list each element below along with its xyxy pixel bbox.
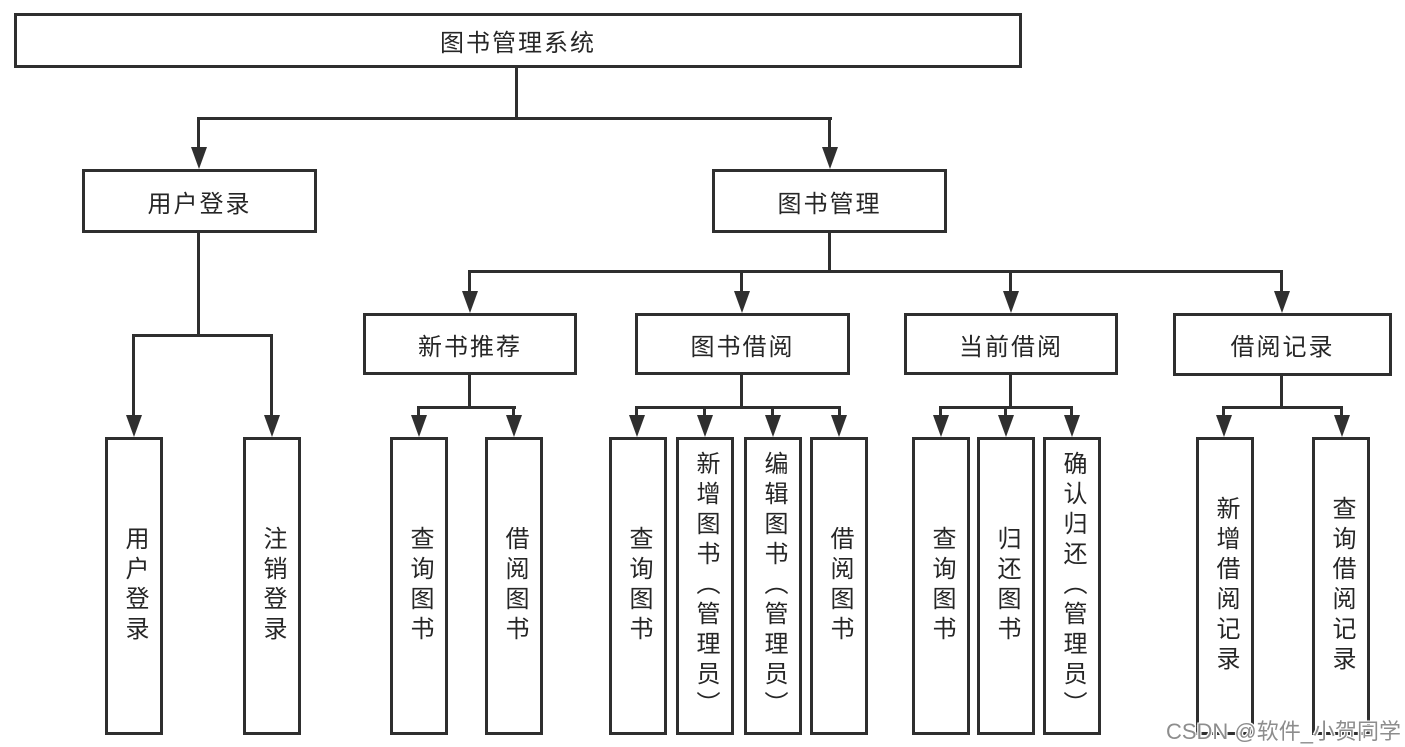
connector-segment xyxy=(197,117,200,153)
connector-segment xyxy=(1340,406,1343,419)
connector-segment xyxy=(469,270,1283,273)
arrowhead-down-icon xyxy=(629,415,645,437)
leaf-query-borrow-record: 查询借阅记录 xyxy=(1312,437,1370,735)
connector-segment xyxy=(1223,406,1343,409)
connector-segment xyxy=(1070,406,1073,419)
connector-segment xyxy=(1004,406,1007,419)
connector-segment xyxy=(636,406,841,409)
connector-segment xyxy=(740,270,743,295)
connector-segment xyxy=(270,334,273,418)
arrowhead-down-icon xyxy=(998,415,1014,437)
connector-segment xyxy=(1280,375,1283,409)
arrowhead-down-icon xyxy=(411,415,427,437)
leaf-user-login: 用户登录 xyxy=(105,437,163,735)
connector-segment xyxy=(635,406,638,419)
connector-segment xyxy=(1009,270,1012,295)
arrowhead-down-icon xyxy=(734,291,750,313)
connector-segment xyxy=(838,406,841,419)
connector-segment xyxy=(1009,375,1012,409)
connector-segment xyxy=(703,406,706,419)
connector-segment xyxy=(828,233,831,273)
connector-segment xyxy=(132,334,135,418)
node-new-book-recommendation: 新书推荐 xyxy=(363,313,577,375)
leaf-query-books-borrowing: 查询图书 xyxy=(609,437,667,735)
connector-segment xyxy=(939,406,942,419)
csdn-watermark: CSDN @软件_小贺同学 xyxy=(1165,719,1401,744)
arrowhead-down-icon xyxy=(1216,415,1232,437)
leaf-query-books-recommend: 查询图书 xyxy=(390,437,448,735)
leaf-borrow-books: 借阅图书 xyxy=(810,437,868,735)
connector-segment xyxy=(197,233,200,337)
connector-segment xyxy=(1280,270,1283,295)
connector-segment xyxy=(468,270,471,295)
arrowhead-down-icon xyxy=(462,291,478,313)
arrowhead-down-icon xyxy=(697,415,713,437)
connector-segment xyxy=(1222,406,1225,419)
leaf-borrow-books-recommend: 借阅图书 xyxy=(485,437,543,735)
leaf-edit-books-admin: 编辑图书（管理员） xyxy=(744,437,802,735)
arrowhead-down-icon xyxy=(1334,415,1350,437)
arrowhead-down-icon xyxy=(264,415,280,437)
arrowhead-down-icon xyxy=(1064,415,1080,437)
leaf-add-borrow-record: 新增借阅记录 xyxy=(1196,437,1254,735)
leaf-return-books: 归还图书 xyxy=(977,437,1035,735)
leaf-logout: 注销登录 xyxy=(243,437,301,735)
arrowhead-down-icon xyxy=(506,415,522,437)
arrowhead-down-icon xyxy=(831,415,847,437)
connector-segment xyxy=(512,406,515,419)
arrowhead-down-icon xyxy=(1274,291,1290,313)
node-user-login: 用户登录 xyxy=(82,169,317,233)
node-borrowing-records: 借阅记录 xyxy=(1173,313,1392,376)
node-book-management: 图书管理 xyxy=(712,169,947,233)
connector-segment xyxy=(133,334,273,337)
connector-segment xyxy=(771,406,774,419)
connector-segment xyxy=(198,117,832,120)
leaf-query-books-current: 查询图书 xyxy=(912,437,970,735)
node-current-borrowing: 当前借阅 xyxy=(904,313,1118,375)
node-book-borrowing: 图书借阅 xyxy=(635,313,850,375)
arrowhead-down-icon xyxy=(126,415,142,437)
connector-segment xyxy=(740,375,743,409)
connector-segment xyxy=(515,68,518,120)
connector-segment xyxy=(418,406,516,409)
leaf-add-books-admin: 新增图书（管理员） xyxy=(676,437,734,735)
connector-segment xyxy=(417,406,420,419)
arrowhead-down-icon xyxy=(191,147,207,169)
arrowhead-down-icon xyxy=(822,147,838,169)
arrowhead-down-icon xyxy=(1003,291,1019,313)
arrowhead-down-icon xyxy=(933,415,949,437)
connector-segment xyxy=(468,375,471,409)
arrowhead-down-icon xyxy=(765,415,781,437)
connector-segment xyxy=(828,117,831,153)
leaf-confirm-return-admin: 确认归还（管理员） xyxy=(1043,437,1101,735)
node-library-management-system: 图书管理系统 xyxy=(14,13,1022,68)
